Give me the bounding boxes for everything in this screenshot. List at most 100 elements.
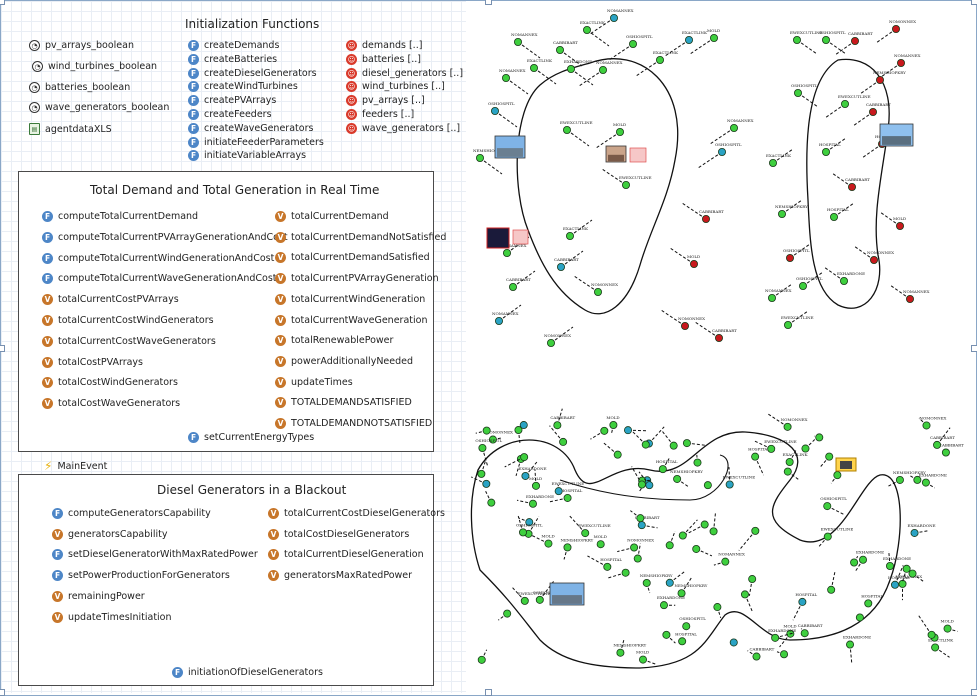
node-marker: [885, 561, 894, 570]
node-marker: [783, 422, 792, 431]
feeder-connector: [669, 571, 686, 584]
node-label: NOMANNEX: [499, 68, 526, 73]
parameter-item[interactable]: ◔batteries_boolean: [29, 82, 130, 93]
feeder-connector: [539, 580, 555, 601]
function-icon: F: [42, 211, 53, 222]
node-marker: [639, 655, 648, 664]
feeder-connector: [859, 79, 881, 95]
feeder-connector: [494, 110, 518, 128]
population-item[interactable]: ☺demands [..]: [346, 40, 422, 51]
main-event[interactable]: ⚡ MainEvent: [44, 459, 107, 473]
node-marker: [921, 478, 930, 487]
node-marker: [913, 475, 922, 484]
population-item[interactable]: ☺diesel_generators [..]: [346, 67, 463, 79]
node-marker: [642, 578, 651, 587]
population-item[interactable]: ☺feeders [..]: [346, 109, 414, 120]
item-label: createWindTurbines: [204, 81, 298, 93]
variable-icon: V: [268, 508, 279, 519]
initiation-of-diesel-generators-fn[interactable]: F initiationOfDieselGenerators: [172, 667, 323, 678]
variable-icon: V: [275, 314, 286, 326]
node-marker: [783, 467, 792, 476]
node-label: EXACTLINK: [563, 226, 589, 231]
node-label: EWEXCUTLINE: [790, 30, 823, 35]
function-icon: F: [188, 150, 199, 162]
resize-handle[interactable]: [0, 345, 5, 352]
parameter-icon: ◔: [29, 102, 40, 113]
parameter-item[interactable]: ▤agentdataXLS: [29, 123, 112, 135]
feeder-connector: [607, 572, 626, 579]
node-marker: [922, 421, 931, 430]
set-current-energy-types-fn[interactable]: F setCurrentEnergyTypes: [188, 432, 314, 443]
feeder-connector: [602, 441, 619, 456]
population-item[interactable]: ☺batteries [..]: [346, 53, 421, 65]
item-label: totalCurrentDieselGeneration: [284, 549, 424, 561]
population-item[interactable]: ☺wind_turbines [..]: [346, 81, 445, 93]
item-label: totalCurrentDemand: [291, 211, 389, 222]
node-label: NEMSHIOPKRY: [640, 573, 673, 578]
node-marker: [630, 543, 639, 552]
node-marker: [851, 37, 860, 46]
node-label: EWEXCUTLINE: [518, 591, 551, 596]
resize-handle[interactable]: [0, 0, 5, 5]
population-item[interactable]: ☺pv_arrays [..]: [346, 95, 425, 107]
node-label: CABBIBART: [930, 435, 955, 440]
node-label: EWEXCUTLINE: [619, 175, 652, 180]
node-label: EXHARDONE: [883, 556, 911, 561]
node-label: HOSPITAL: [561, 488, 583, 493]
node-marker: [721, 557, 730, 566]
resize-handle[interactable]: [485, 0, 492, 5]
node-label: CABBIBART: [554, 257, 579, 262]
item-label: totalCurrentCostWindGenerators: [58, 315, 214, 326]
population-item[interactable]: ☺wave_generators [..]: [346, 122, 460, 134]
item-label: totalCostWindGenerators: [58, 377, 178, 389]
parameter-item[interactable]: ◔pv_arrays_boolean: [29, 40, 134, 51]
node-marker: [508, 282, 517, 291]
parameter-item[interactable]: ◔wind_turbines_boolean: [32, 61, 157, 72]
resize-handle[interactable]: [971, 0, 977, 5]
parameter-item[interactable]: ◔wave_generators_boolean: [29, 102, 169, 113]
node-label: OSHIOSPITL: [475, 438, 502, 443]
resize-handle[interactable]: [971, 345, 977, 352]
node-marker: [520, 453, 529, 462]
